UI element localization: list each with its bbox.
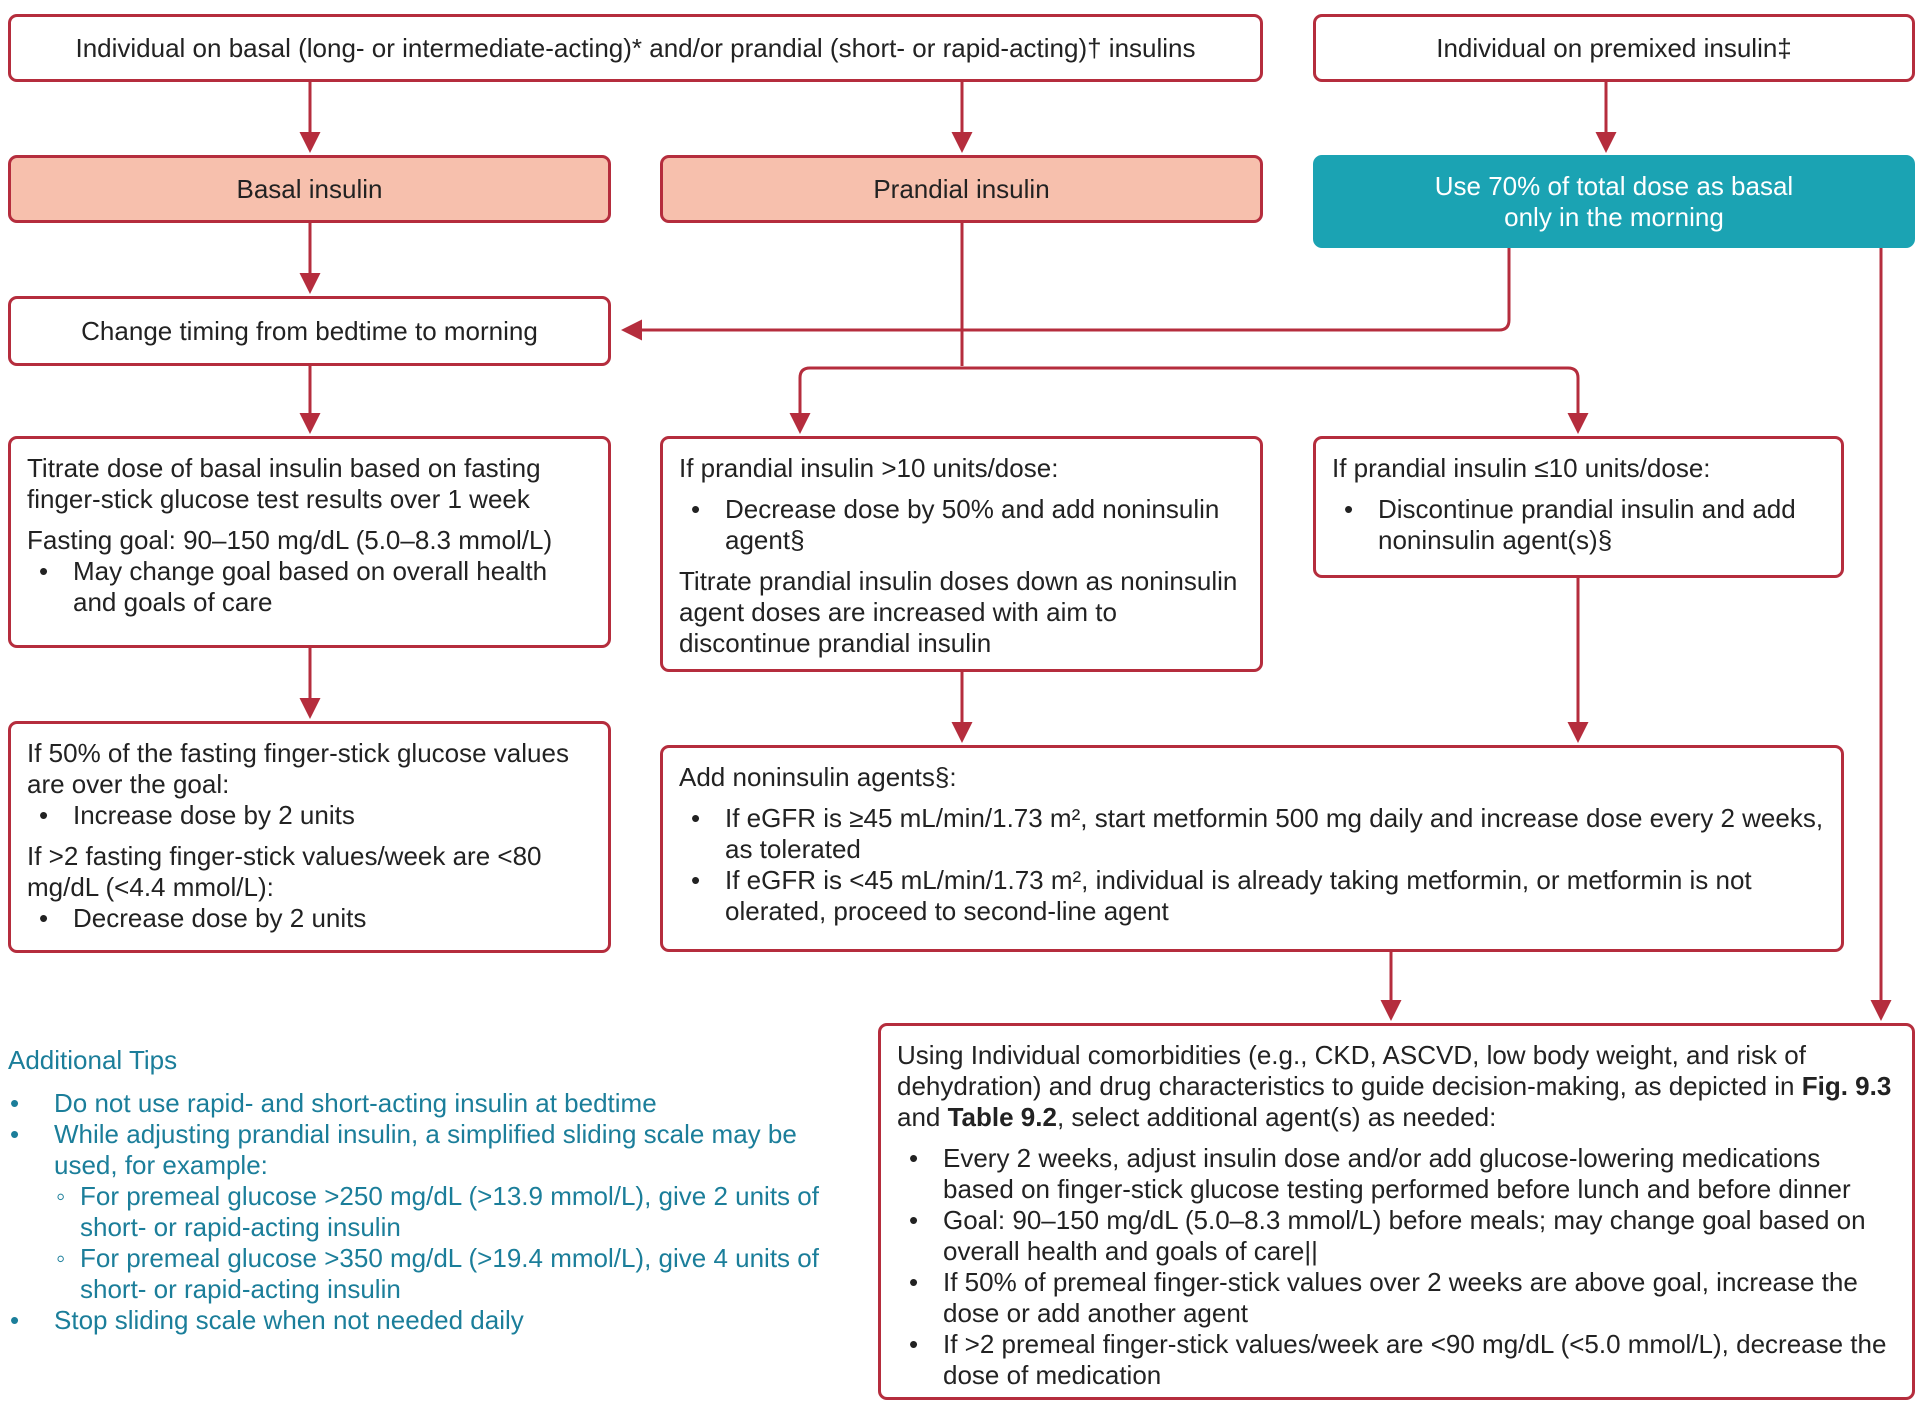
noninsulin-bullet1: If eGFR is ≥45 mL/min/1.73 m², start met… [679,803,1825,865]
comorbidities-text-part2: and [897,1102,948,1132]
noninsulin-heading: Add noninsulin agents§: [679,762,957,792]
prandial-low-heading: If prandial insulin ≤10 units/dose: [1332,453,1711,483]
premixed-basal-dose-line1: Use 70% of total dose as basal [1434,170,1794,201]
premixed-basal-dose-box: Use 70% of total dose as basal only in t… [1313,155,1915,248]
fig-9-3-reference: Fig. 9.3 [1801,1071,1892,1101]
arrow-prandial-to-low [962,366,1589,434]
fasting-adjust-box: If 50% of the fasting finger-stick gluco… [8,721,611,953]
titrate-basal-text: Titrate dose of basal insulin based on f… [27,453,541,514]
premixed-individual-box: Individual on premixed insulin‡ [1313,14,1915,82]
tip-item-text: While adjusting prandial insulin, a simp… [54,1119,797,1180]
titrate-basal-box: Titrate dose of basal insulin based on f… [8,436,611,648]
prandial-high-box: If prandial insulin >10 units/dose: Decr… [660,436,1263,672]
comorbidities-text-part1: Using Individual comorbidities (e.g., CK… [897,1040,1806,1101]
prandial-low-bullet: Discontinue prandial insulin and add non… [1332,494,1825,556]
comorbidities-bullet: Goal: 90–150 mg/dL (5.0–8.3 mmol/L) befo… [897,1205,1896,1267]
comorbidities-bullet: If >2 premeal finger-stick values/week a… [897,1329,1896,1391]
additional-tips-title: Additional Tips [8,1045,178,1075]
premixed-individual-text: Individual on premixed insulin‡ [1436,32,1792,63]
tip-subitem: For premeal glucose >350 mg/dL (>19.4 mm… [54,1243,848,1305]
additional-tips: Additional Tips Do not use rapid- and sh… [8,1045,848,1336]
basal-insulin-box: Basal insulin [8,155,611,223]
tip-item: While adjusting prandial insulin, a simp… [8,1119,848,1305]
comorbidities-text-part3: , select additional agent(s) as needed: [1056,1102,1497,1132]
basal-insulin-label: Basal insulin [236,173,383,204]
prandial-high-bullet: Decrease dose by 50% and add noninsulin … [679,494,1244,556]
comorbidities-text: Using Individual comorbidities (e.g., CK… [897,1040,1896,1133]
comorbidities-bullet: If 50% of premeal finger-stick values ov… [897,1267,1896,1329]
tip-item: Stop sliding scale when not needed daily [8,1305,848,1336]
prandial-high-heading: If prandial insulin >10 units/dose: [679,453,1059,483]
fasting-adjust-heading1: If 50% of the fasting finger-stick gluco… [27,738,569,799]
basal-prandial-individual-text: Individual on basal (long- or intermedia… [75,32,1196,63]
prandial-insulin-box: Prandial insulin [660,155,1263,223]
timing-change-text: Change timing from bedtime to morning [81,315,538,346]
fasting-goal-text: Fasting goal: 90–150 mg/dL (5.0–8.3 mmol… [27,525,553,555]
tip-subitem: For premeal glucose >250 mg/dL (>13.9 mm… [54,1181,848,1243]
table-9-2-reference: Table 9.2 [947,1102,1057,1132]
fasting-adjust-bullet2: Decrease dose by 2 units [27,903,592,934]
titrate-basal-bullet: May change goal based on overall health … [27,556,592,618]
prandial-high-text: Titrate prandial insulin doses down as n… [679,566,1238,658]
fasting-adjust-bullet1: Increase dose by 2 units [27,800,592,831]
arrow-prandial-to-high [789,366,962,434]
arrow-premixed-to-timing [621,248,1511,341]
comorbidities-box: Using Individual comorbidities (e.g., CK… [878,1023,1915,1400]
basal-prandial-individual-box: Individual on basal (long- or intermedia… [8,14,1263,82]
noninsulin-agents-box: Add noninsulin agents§: If eGFR is ≥45 m… [660,745,1844,952]
fasting-adjust-heading2: If >2 fasting finger-stick values/week a… [27,841,542,902]
noninsulin-bullet2: If eGFR is <45 mL/min/1.73 m², individua… [679,865,1825,927]
comorbidities-bullet: Every 2 weeks, adjust insulin dose and/o… [897,1143,1896,1205]
prandial-low-box: If prandial insulin ≤10 units/dose: Disc… [1313,436,1844,578]
prandial-insulin-label: Prandial insulin [873,173,1050,204]
premixed-basal-dose-line2: only in the morning [1504,201,1724,232]
timing-change-box: Change timing from bedtime to morning [8,296,611,366]
tip-item: Do not use rapid- and short-acting insul… [8,1088,848,1119]
